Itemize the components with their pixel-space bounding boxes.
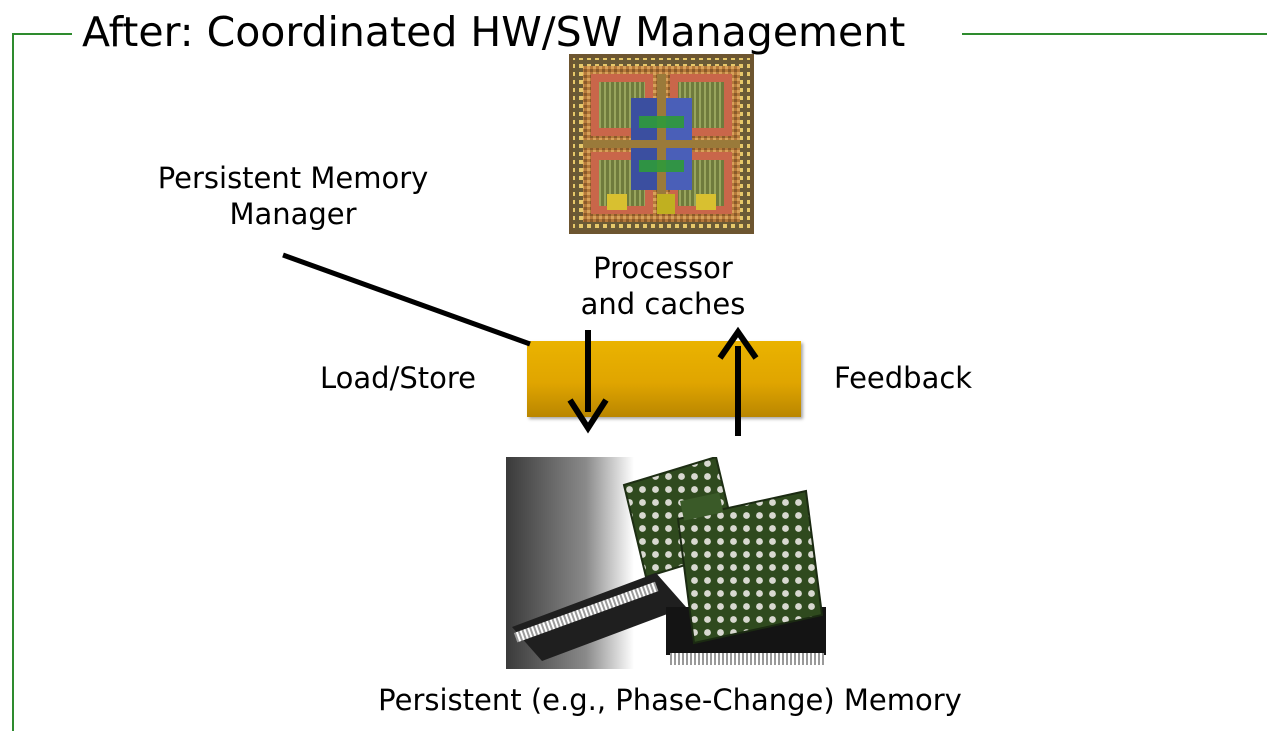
memory-chips-image (506, 457, 826, 669)
manager-pointer-line (282, 252, 531, 347)
frame-top-left-line (12, 33, 72, 35)
frame-top-right-line (962, 33, 1267, 35)
persistent-memory-manager-label: Persistent Memory Manager (118, 160, 468, 232)
arrow-up-icon (717, 326, 759, 436)
persistent-memory-label: Persistent (e.g., Phase-Change) Memory (378, 683, 962, 717)
arrow-down-icon (567, 330, 609, 434)
processor-die-image (569, 54, 754, 234)
processor-label-line1: Processor (593, 251, 733, 285)
processor-caches-label: Processor and caches (548, 250, 778, 322)
processor-label-line2: and caches (580, 287, 746, 321)
load-store-label: Load/Store (320, 361, 476, 395)
slide-title: After: Coordinated HW/SW Management (78, 6, 910, 58)
frame-left-line (12, 33, 14, 731)
manager-label-line2: Manager (229, 197, 357, 231)
feedback-label: Feedback (834, 361, 973, 395)
manager-label-line1: Persistent Memory (157, 161, 429, 195)
